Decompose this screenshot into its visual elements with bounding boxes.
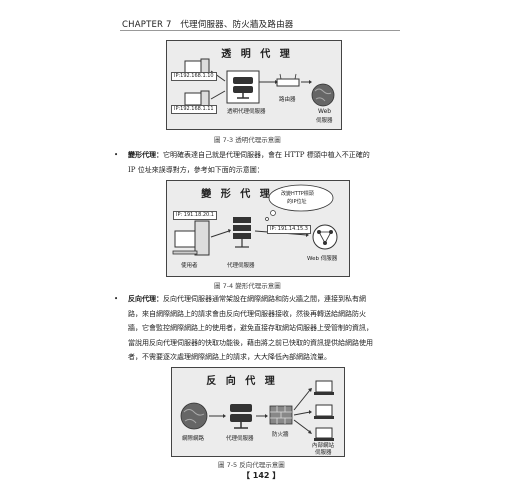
bullet-paragraph: • 反向代理：反向代理伺服器通常架設在網際網路和防火牆之間，連接到私有網 路，來…	[114, 292, 404, 366]
globe-icon	[180, 402, 208, 430]
ip-label-user: IP: 191.18.20.1	[173, 211, 217, 220]
figure-transparent-proxy-graphic	[182, 58, 335, 110]
computer-icon	[172, 220, 210, 256]
network-icon	[312, 224, 338, 250]
firewall-icon	[269, 405, 293, 425]
figure-distorting-proxy-graphic	[172, 184, 338, 256]
internal-server-label-1: 內部網站	[312, 443, 335, 449]
arrow-line	[293, 389, 311, 411]
bullet-dot: •	[114, 151, 119, 159]
web-server-label-1: Web	[318, 108, 332, 115]
header-divider	[120, 30, 400, 31]
ip-label-fake: IP: 191.14.15.3	[267, 225, 311, 234]
figure-title: 透 明 代 理	[221, 49, 293, 60]
bullet-paragraph: • 變形代理：它明確表達自己就是代理伺服器，會在 HTTP 標頭中植入不正確的 …	[114, 148, 404, 178]
laptop-icon	[314, 427, 334, 441]
ip-label-2: IP:192.168.1.11	[171, 105, 217, 114]
figure-distorting-proxy: 變 形 代 理	[166, 180, 350, 277]
globe-icon	[311, 83, 335, 107]
figure-reverse-proxy-graphic	[180, 380, 334, 441]
router-icon	[276, 73, 300, 87]
page-number: 【 142 】	[242, 471, 281, 480]
figure-caption: 圖 7-5 反向代理示意圖	[218, 461, 285, 469]
arrow-line	[293, 411, 311, 416]
figure-transparent-proxy: 透 明 代 理	[166, 40, 342, 130]
internal-server-label-2: 伺服器	[315, 450, 332, 456]
paragraph-line: IP 位址來誤導對方，參考如下面的示意圖：	[128, 165, 264, 174]
server-icon	[233, 217, 251, 248]
server-icon	[230, 404, 252, 429]
paragraph-line: 路，來自網際網路上的請求會由反向代理伺服器接收，然後再轉送給網路防火	[128, 309, 366, 318]
paragraph-line: 反向代理伺服器通常架設在網際網路和防火牆之間，連接到私有網	[163, 295, 366, 303]
arrow-line	[293, 419, 311, 433]
thought-bubble	[268, 184, 334, 212]
paragraph-line: 者，不需要逐次處理網際網路上的請求，大大降低內部網路流量。	[128, 353, 331, 362]
paragraph-line: 牆，它會監控網際網路上的使用者，避免直接存取網站伺服器上受管制的資訊，	[128, 324, 373, 333]
figure-caption: 圖 7-4 變形代理示意圖	[214, 282, 281, 290]
laptop-icon	[314, 404, 334, 419]
term-label: 變形代理：	[128, 150, 163, 159]
server-icon	[233, 77, 253, 99]
figure-title: 反 向 代 理	[206, 376, 278, 387]
figure-title: 變 形 代 理	[201, 189, 273, 200]
arrow-line	[210, 90, 226, 100]
user-label: 使用者	[181, 263, 198, 269]
proxy-server-label: 代理伺服器	[226, 436, 254, 442]
internet-label: 網際網路	[182, 436, 205, 442]
arrow-line	[210, 230, 230, 238]
proxy-server-label: 透明代理伺服器	[227, 109, 266, 115]
proxy-server-label: 代理伺服器	[227, 263, 255, 269]
chapter-number: CHAPTER 7	[122, 20, 172, 30]
bullet-dot: •	[114, 295, 119, 303]
chapter-title: 代理伺服器、防火牆及路由器	[180, 20, 294, 30]
bubble-text-2: 的IP位址	[287, 199, 307, 205]
web-server-label-2: 伺服器	[316, 118, 333, 124]
web-server-label: Web 伺服器	[307, 256, 338, 262]
figure-caption: 圖 7-3 透明代理示意圖	[214, 136, 281, 144]
firewall-label: 防火牆	[272, 432, 289, 438]
laptop-icon	[314, 380, 334, 395]
figure-reverse-proxy: 反 向 代 理	[171, 367, 345, 457]
chapter-header: CHAPTER 7 代理伺服器、防火牆及路由器	[122, 18, 293, 30]
paragraph-line: 當說用反向代理伺服器的快取功能後，藉由將之前已快取的資訊提供給網路使用	[128, 338, 373, 347]
ip-label-1: IP:192.168.1.10	[171, 72, 217, 81]
router-label: 路由器	[279, 97, 296, 103]
paragraph-line: 它明確表達自己就是代理伺服器，會在 HTTP 標頭中植入不正確的	[163, 151, 370, 159]
bubble-text-1: 改變HTTP標頭	[281, 191, 314, 197]
term-label: 反向代理：	[128, 294, 163, 303]
